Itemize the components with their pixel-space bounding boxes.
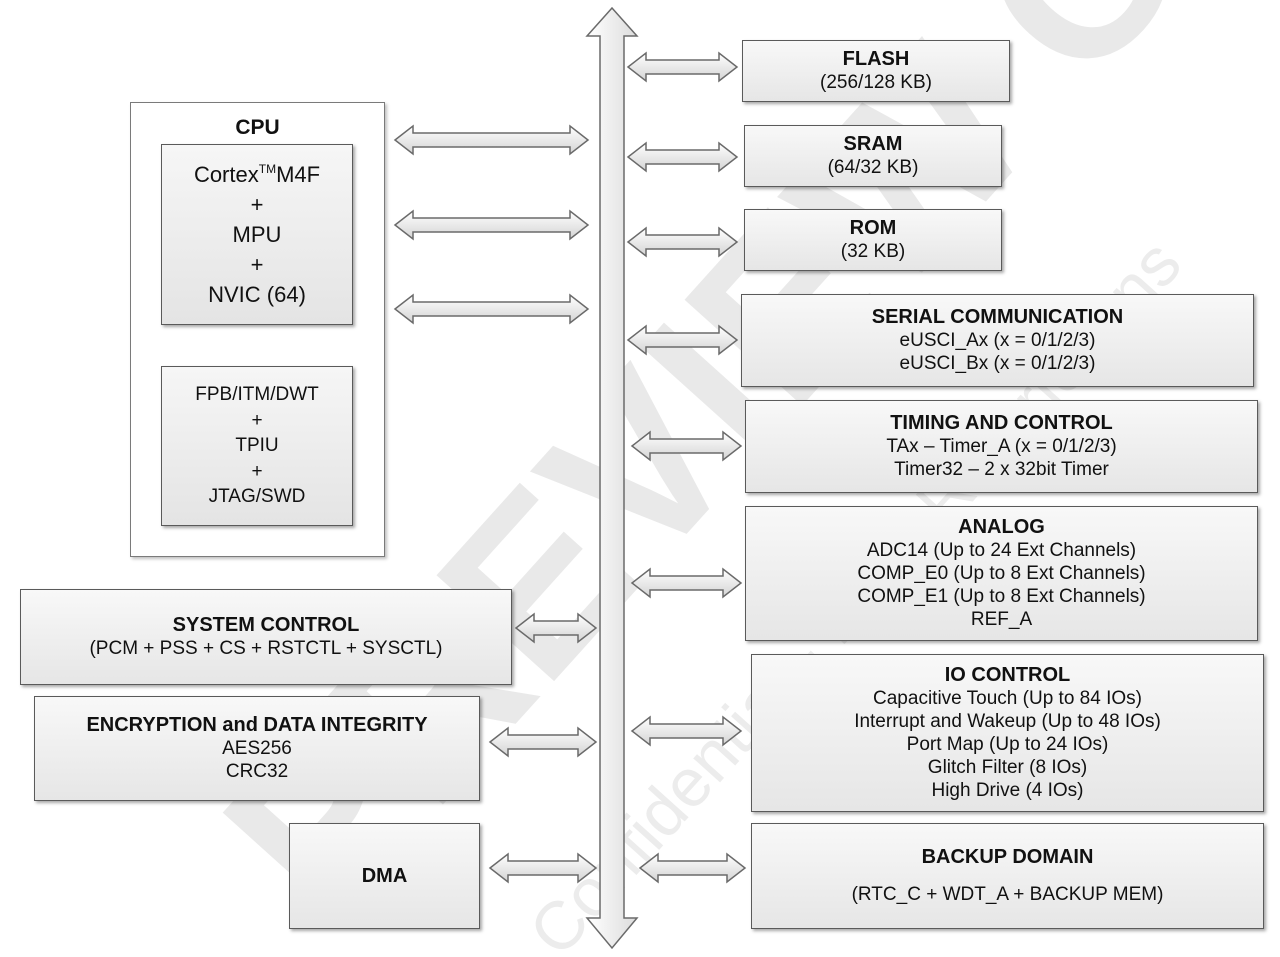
encryption-block: ENCRYPTION and DATA INTEGRITY AES256 CRC… <box>34 696 480 801</box>
connector-encryption-arrow <box>488 726 598 758</box>
debug-block: FPB/ITM/DWT + TPIU + JTAG/SWD <box>161 366 353 526</box>
plus-sign: + <box>251 409 263 431</box>
sram-block: SRAM (64/32 KB) <box>744 125 1002 187</box>
nvic-label: NVIC (64) <box>208 281 306 307</box>
analog-line: COMP_E0 (Up to 8 Ext Channels) <box>857 563 1146 584</box>
io-line: Port Map (Up to 24 IOs) <box>906 734 1109 755</box>
flash-title: FLASH <box>842 48 910 70</box>
analog-line: ADC14 (Up to 24 Ext Channels) <box>866 540 1137 561</box>
connector-dma-arrow <box>488 852 598 884</box>
connector-analog-arrow <box>630 567 743 599</box>
rom-title: ROM <box>849 217 897 239</box>
connector-timing-arrow <box>630 430 743 462</box>
debug-line-2: TPIU <box>235 435 279 457</box>
io-line: Capacitive Touch (Up to 84 IOs) <box>873 688 1142 709</box>
serial-line: eUSCI_Ax (x = 0/1/2/3) <box>899 330 1096 351</box>
backup-title: BACKUP DOMAIN <box>921 846 1094 868</box>
encryption-line: AES256 <box>222 738 292 759</box>
system-control-block: SYSTEM CONTROL (PCM + PSS + CS + RSTCTL … <box>20 589 512 685</box>
encryption-line: CRC32 <box>225 761 289 782</box>
plus-sign: + <box>250 251 264 277</box>
system-control-title: SYSTEM CONTROL <box>172 614 360 636</box>
io-title: IO CONTROL <box>944 664 1071 686</box>
serial-communication-block: SERIAL COMMUNICATION eUSCI_Ax (x = 0/1/2… <box>741 294 1254 387</box>
timing-control-block: TIMING AND CONTROL TAx – Timer_A (x = 0/… <box>745 400 1258 493</box>
dma-title: DMA <box>361 864 408 887</box>
trademark-mark: TM <box>258 161 277 176</box>
io-line: High Drive (4 IOs) <box>931 780 1084 801</box>
main-bus-arrow <box>585 6 639 950</box>
io-control-block: IO CONTROL Capacitive Touch (Up to 84 IO… <box>751 654 1264 812</box>
rom-block: ROM (32 KB) <box>744 209 1002 271</box>
dma-block: DMA <box>289 823 480 929</box>
serial-line: eUSCI_Bx (x = 0/1/2/3) <box>899 353 1096 374</box>
backup-detail: (RTC_C + WDT_A + BACKUP MEM) <box>851 884 1164 905</box>
analog-block: ANALOG ADC14 (Up to 24 Ext Channels) COM… <box>745 506 1258 641</box>
io-line: Interrupt and Wakeup (Up to 48 IOs) <box>854 711 1161 732</box>
connector-cpu-3-arrow <box>393 293 590 325</box>
timing-line: TAx – Timer_A (x = 0/1/2/3) <box>886 436 1117 457</box>
backup-domain-block: BACKUP DOMAIN (RTC_C + WDT_A + BACKUP ME… <box>751 823 1264 929</box>
plus-sign: + <box>250 191 264 217</box>
cortex-label: Cortex <box>193 161 259 187</box>
sram-title: SRAM <box>843 133 903 155</box>
analog-title: ANALOG <box>958 516 1045 538</box>
rom-detail: (32 KB) <box>840 241 906 262</box>
timing-title: TIMING AND CONTROL <box>890 412 1113 434</box>
connector-system-control-arrow <box>514 612 598 644</box>
cpu-title: CPU <box>235 116 280 139</box>
mpu-label: MPU <box>232 221 282 247</box>
connector-serial-arrow <box>626 324 739 356</box>
timing-line: Timer32 – 2 x 32bit Timer <box>894 459 1109 480</box>
analog-line: REF_A <box>970 609 1033 630</box>
connector-flash-arrow <box>626 51 739 83</box>
analog-line: COMP_E1 (Up to 8 Ext Channels) <box>857 586 1146 607</box>
connector-io-arrow <box>630 715 743 747</box>
serial-title: SERIAL COMMUNICATION <box>871 306 1124 328</box>
io-line: Glitch Filter (8 IOs) <box>927 757 1088 778</box>
connector-cpu-1-arrow <box>393 124 590 156</box>
cpu-core-block: CortexTMM4F + MPU + NVIC (64) <box>161 144 353 325</box>
flash-detail: (256/128 KB) <box>820 72 932 93</box>
plus-sign: + <box>251 460 263 482</box>
connector-backup-arrow <box>638 852 747 884</box>
debug-line-1: FPB/ITM/DWT <box>195 384 319 406</box>
connector-rom-arrow <box>626 226 739 258</box>
connector-cpu-2-arrow <box>393 209 590 241</box>
flash-block: FLASH (256/128 KB) <box>742 40 1010 102</box>
system-control-detail: (PCM + PSS + CS + RSTCTL + SYSCTL) <box>89 638 443 659</box>
cpu-core-name: CortexTMM4F <box>194 160 320 190</box>
debug-line-3: JTAG/SWD <box>208 486 306 508</box>
sram-detail: (64/32 KB) <box>827 157 919 178</box>
cortex-suffix: M4F <box>276 161 321 187</box>
encryption-title: ENCRYPTION and DATA INTEGRITY <box>86 714 428 736</box>
connector-sram-arrow <box>626 141 739 173</box>
